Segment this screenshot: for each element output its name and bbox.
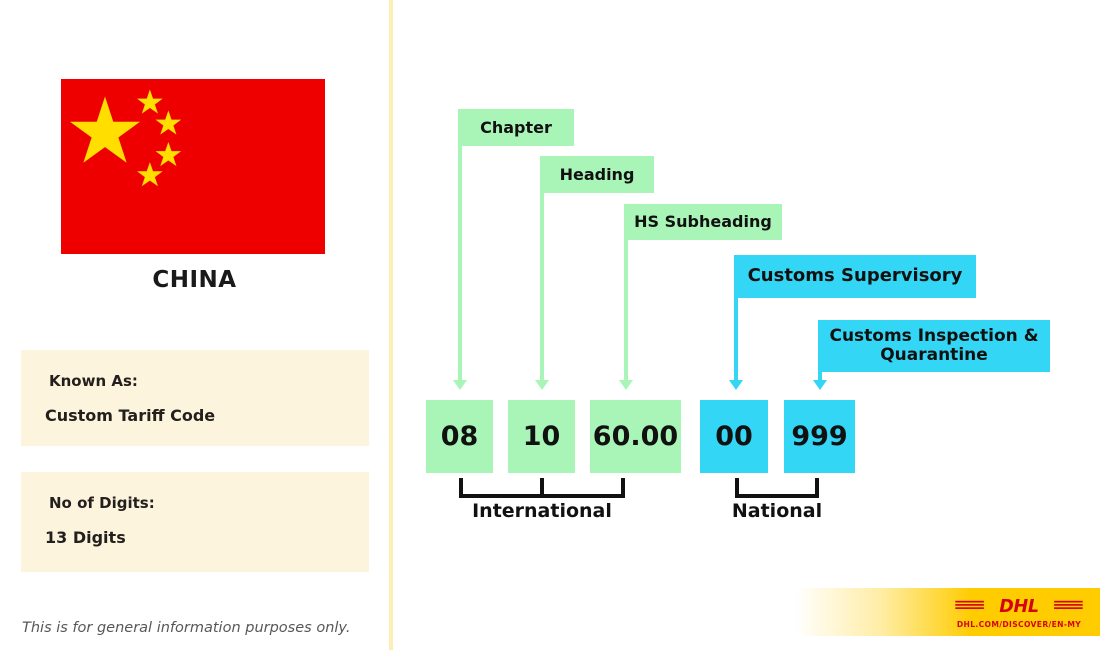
segment-tag-label: Customs Supervisory <box>747 265 963 287</box>
segment-tag-heading: Heading <box>540 156 654 193</box>
arrowhead-customs-inspection-quarantine <box>813 380 827 390</box>
code-box-value: 00 <box>715 421 753 452</box>
info-card-no-of-digits: No of Digits: 13 Digits <box>21 472 369 572</box>
code-box-customs-inspection-quarantine: 999 <box>784 400 855 473</box>
info-card-value: 13 Digits <box>45 528 126 547</box>
code-box-customs-supervisory: 00 <box>700 400 768 473</box>
connector-line-customs-inspection-quarantine <box>818 372 822 380</box>
vertical-divider <box>389 0 393 650</box>
connector-line-customs-supervisory <box>734 298 738 380</box>
segment-tag-customs-supervisory: Customs Supervisory <box>734 255 976 298</box>
bracket-national <box>735 478 819 500</box>
segment-tag-chapter: Chapter <box>458 109 574 146</box>
country-name: CHINA <box>152 267 237 293</box>
segment-tag-label: Chapter <box>480 117 552 137</box>
arrowhead-chapter <box>453 380 467 390</box>
info-card-value: Custom Tariff Code <box>45 406 216 425</box>
connector-line-hs-subheading <box>624 240 628 380</box>
dhl-url-label: DHL.COM/DISCOVER/EN-MY <box>956 620 1082 629</box>
code-box-value: 08 <box>440 421 479 452</box>
connector-line-chapter <box>458 146 462 380</box>
segment-tag-customs-inspection-quarantine: Customs Inspection & Quarantine <box>818 320 1050 372</box>
segment-tag-label: HS Subheading <box>634 212 772 232</box>
arrowhead-customs-supervisory <box>729 380 743 390</box>
footnote-text: This is for general information purposes… <box>22 620 351 636</box>
arrowhead-hs-subheading <box>619 380 633 390</box>
group-label-national: National <box>731 500 823 522</box>
code-box-hs-subheading: 60.00 <box>590 400 681 473</box>
china-flag-icon <box>61 79 325 254</box>
segment-tag-label: Customs Inspection & Quarantine <box>829 325 1039 365</box>
segment-tag-label: Heading <box>559 164 635 184</box>
code-box-chapter: 08 <box>426 400 493 473</box>
arrowhead-heading <box>535 380 549 390</box>
code-box-value: 999 <box>791 421 848 452</box>
group-label-international: International <box>472 500 612 522</box>
info-card-known-as: Known As: Custom Tariff Code <box>21 350 369 446</box>
code-box-value: 60.00 <box>592 421 679 452</box>
connector-line-heading <box>540 193 544 380</box>
svg-text:DHL: DHL <box>999 597 1038 617</box>
bracket-international <box>459 478 625 500</box>
dhl-logo[interactable]: DHL DHL.COM/DISCOVER/EN-MY <box>954 594 1084 629</box>
dhl-branding-band: DHL DHL.COM/DISCOVER/EN-MY <box>795 588 1100 636</box>
info-card-label: Known As: <box>49 372 138 390</box>
code-box-heading: 10 <box>508 400 575 473</box>
code-box-value: 10 <box>522 421 561 452</box>
segment-tag-hs-subheading: HS Subheading <box>624 204 782 240</box>
info-card-label: No of Digits: <box>49 494 155 512</box>
